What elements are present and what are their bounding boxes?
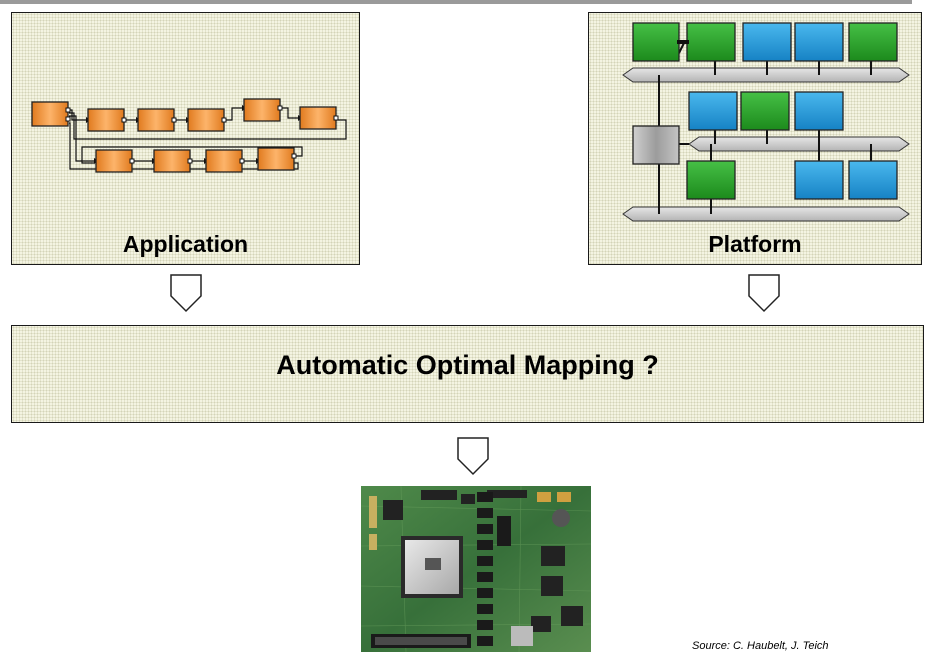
top-rule	[0, 0, 912, 4]
bus-bottom	[622, 206, 910, 222]
bus-middle	[688, 136, 910, 152]
application-panel: Application	[11, 12, 360, 265]
source-caption: Source: C. Haubelt, J. Teich	[692, 640, 829, 652]
down-arrow-icon	[457, 437, 489, 476]
down-arrow-icon	[170, 274, 202, 313]
application-process-graph	[31, 98, 347, 173]
application-label: Application	[122, 231, 249, 257]
platform-panel: Platform	[588, 12, 922, 265]
bridge-block	[632, 125, 680, 165]
fpga-board-photo	[361, 486, 591, 652]
platform-label: Platform	[708, 231, 802, 257]
mapping-title: Automatic Optimal Mapping ?	[276, 350, 659, 380]
down-arrow-icon	[748, 274, 780, 313]
platform-architecture	[622, 22, 910, 222]
mapping-banner: Automatic Optimal Mapping ?	[11, 325, 924, 423]
